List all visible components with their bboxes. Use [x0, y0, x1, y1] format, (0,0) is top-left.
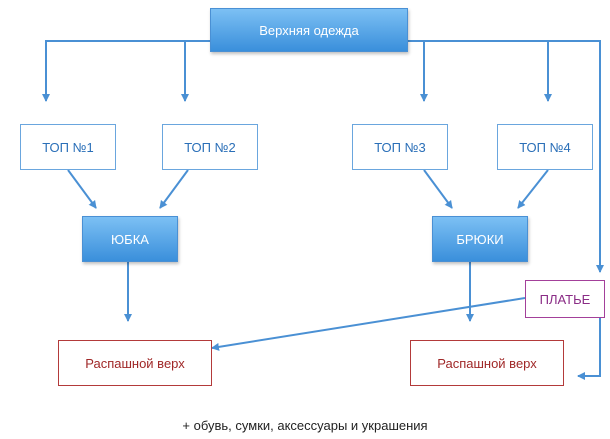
connector-top1-to-skirt: [67, 169, 97, 209]
connector-top3-to-trousers: [423, 169, 453, 209]
node-dress: ПЛАТЬЕ: [525, 280, 605, 318]
node-skirt: ЮБКА: [82, 216, 178, 262]
connector-top4-to-trousers: [517, 169, 549, 209]
node-outerwear: Верхняя одежда: [210, 8, 408, 52]
connector-dress-to-outer-left: [211, 297, 526, 351]
connector-top-to-top1: [42, 40, 210, 102]
footnote: + обувь, сумки, аксессуары и украшения: [182, 418, 428, 433]
node-top-2: ТОП №2: [162, 124, 258, 170]
connector-top2-to-skirt: [159, 169, 189, 209]
node-top-1: ТОП №1: [20, 124, 116, 170]
node-outer-top-right: Распашной верх: [410, 340, 564, 386]
connector-dress-to-outer-right: [577, 318, 601, 380]
node-outer-top-left: Распашной верх: [58, 340, 212, 386]
connector-top-to-top3: [408, 40, 604, 273]
node-top-4: ТОП №4: [497, 124, 593, 170]
node-top-3: ТОП №3: [352, 124, 448, 170]
node-trousers: БРЮКИ: [432, 216, 528, 262]
